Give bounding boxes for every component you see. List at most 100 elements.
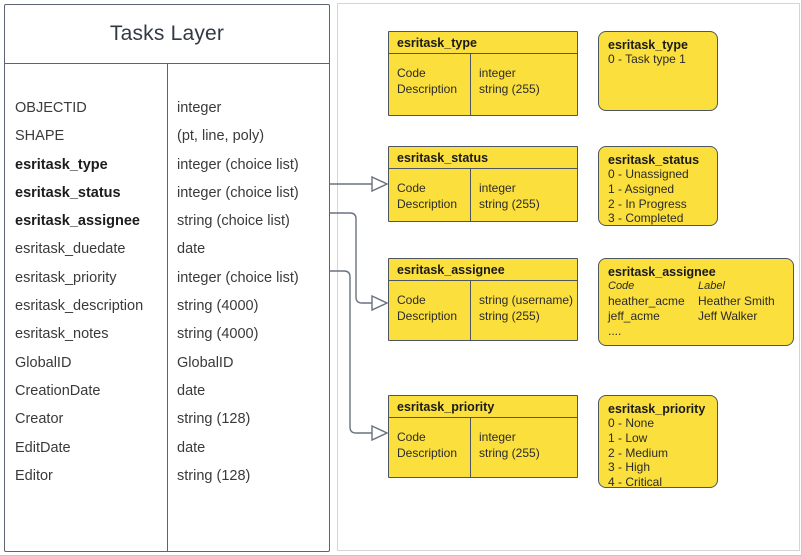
domain-value: 0 - Task type 1 — [608, 52, 686, 66]
domain-box-title: esritask_assignee — [608, 265, 716, 279]
domain-box-values: 0 - None 1 - Low 2 - Medium 3 - High 4 -… — [599, 416, 717, 490]
domain-cell-label: Jeff Walker — [698, 309, 758, 323]
domain-value: 2 - In Progress — [608, 196, 687, 211]
schema-box-title: esritask_status — [389, 147, 577, 169]
domain-value: 1 - Low — [608, 430, 648, 445]
field-name-creationdate: CreationDate — [15, 382, 101, 399]
domain-box-title: esritask_type — [608, 38, 688, 52]
domain-value: 0 - Unassigned — [608, 167, 689, 181]
column-divider — [167, 64, 168, 551]
schema-box-types: integer string (255) — [479, 66, 540, 97]
type-description: string (255) — [479, 445, 540, 460]
schema-box-esritask-priority[interactable]: esritask_priority Code Description integ… — [388, 395, 578, 478]
domain-cell-code: jeff_acme — [608, 309, 660, 323]
domain-box-values: Code Label heather_acme Heather Smith je… — [599, 279, 793, 339]
label-code: Code — [397, 66, 426, 80]
label-description: Description — [397, 196, 458, 211]
schema-box-divider — [470, 169, 471, 221]
domain-value: 1 - Assigned — [608, 181, 675, 196]
field-type-globalid: GlobalID — [177, 354, 234, 371]
field-type-objectid: integer — [177, 100, 222, 116]
schema-box-body: Code Description integer string (255) — [389, 54, 577, 115]
schema-box-labels: Code Description — [397, 66, 457, 97]
schema-box-esritask-type[interactable]: esritask_type Code Description integer s… — [388, 31, 578, 116]
field-name-column: OBJECTID SHAPE esritask_type esritask_st… — [5, 94, 167, 490]
schema-box-esritask-assignee[interactable]: esritask_assignee Code Description strin… — [388, 258, 578, 341]
domain-box-values: 0 - Task type 1 — [599, 52, 717, 67]
domain-cell-label — [698, 324, 793, 339]
domain-value: 4 - Critical — [608, 475, 663, 490]
field-name-objectid: OBJECTID — [15, 100, 87, 116]
domain-box-esritask-type[interactable]: esritask_type 0 - Task type 1 — [598, 31, 718, 111]
field-type-esritask-description: string (4000) — [177, 298, 259, 315]
domain-cell-label: Heather Smith — [698, 294, 775, 308]
label-code: Code — [397, 430, 426, 444]
type-code: integer — [479, 66, 516, 80]
field-name-esritask-description: esritask_description — [15, 298, 144, 315]
label-code: Code — [397, 181, 426, 195]
field-type-creationdate: date — [177, 382, 206, 399]
field-name-globalid: GlobalID — [15, 354, 72, 371]
schema-box-divider — [470, 418, 471, 477]
field-name-esritask-type: esritask_type — [15, 156, 108, 173]
domain-value: 3 - Completed — [608, 211, 684, 226]
field-type-editor: string (128) — [177, 467, 251, 484]
field-name-esritask-status: esritask_status — [15, 184, 121, 201]
field-type-shape: (pt, line, poly) — [177, 128, 265, 145]
type-code: integer — [479, 430, 516, 444]
field-type-creator: string (128) — [177, 411, 251, 428]
schema-box-body: Code Description string (username) strin… — [389, 281, 577, 340]
type-code: string (username) — [479, 293, 574, 307]
domain-value: 0 - None — [608, 416, 655, 430]
field-type-editdate: date — [177, 439, 206, 456]
type-description: string (255) — [479, 308, 540, 323]
label-description: Description — [397, 445, 458, 460]
field-type-esritask-assignee: string (choice list) — [177, 213, 290, 230]
field-name-esritask-duedate: esritask_duedate — [15, 241, 126, 258]
field-name-creator: Creator — [15, 411, 64, 428]
field-name-esritask-notes: esritask_notes — [15, 326, 109, 343]
domain-cell-code: .... — [608, 324, 622, 338]
schema-box-types: integer string (255) — [479, 430, 540, 461]
field-name-editor: Editor — [15, 467, 53, 484]
schema-box-title: esritask_priority — [389, 396, 577, 418]
tasks-layer-title-bar: Tasks Layer — [5, 5, 329, 64]
schema-box-title: esritask_assignee — [389, 259, 577, 281]
domain-box-values: 0 - Unassigned 1 - Assigned 2 - In Progr… — [599, 167, 717, 226]
tasks-layer-entity[interactable]: Tasks Layer OBJECTID SHAPE esritask_type… — [4, 4, 330, 552]
domain-cell-code: heather_acme — [608, 294, 685, 308]
schema-box-body: Code Description integer string (255) — [389, 418, 577, 477]
schema-box-labels: Code Description — [397, 430, 457, 461]
domain-header-code: Code — [608, 280, 635, 292]
domain-box-esritask-status[interactable]: esritask_status 0 - Unassigned 1 - Assig… — [598, 146, 718, 226]
field-name-esritask-priority: esritask_priority — [15, 269, 117, 286]
type-description: string (255) — [479, 196, 540, 211]
type-code: integer — [479, 181, 516, 195]
field-type-esritask-status: integer (choice list) — [177, 184, 299, 201]
field-name-editdate: EditDate — [15, 439, 71, 456]
domain-box-title: esritask_status — [608, 153, 700, 167]
domain-value: 2 - Medium — [608, 445, 669, 460]
schema-box-body: Code Description integer string (255) — [389, 169, 577, 221]
domain-header-label: Label — [698, 280, 725, 292]
schema-box-esritask-status[interactable]: esritask_status Code Description integer… — [388, 146, 578, 222]
field-name-shape: SHAPE — [15, 128, 65, 145]
field-type-esritask-priority: integer (choice list) — [177, 269, 299, 286]
schema-box-divider — [470, 54, 471, 115]
page-title: Tasks Layer — [109, 22, 225, 45]
field-type-esritask-duedate: date — [177, 241, 206, 258]
schema-box-divider — [470, 281, 471, 340]
field-name-esritask-assignee: esritask_assignee — [15, 213, 140, 230]
domain-value: 3 - High — [608, 460, 651, 475]
field-type-esritask-type: integer (choice list) — [177, 156, 299, 173]
field-type-esritask-notes: string (4000) — [177, 326, 259, 343]
schema-box-labels: Code Description — [397, 293, 457, 324]
domain-box-esritask-assignee[interactable]: esritask_assignee Code Label heather_acm… — [598, 258, 794, 346]
domain-box-esritask-priority[interactable]: esritask_priority 0 - None 1 - Low 2 - M… — [598, 395, 718, 490]
tasks-layer-body: OBJECTID SHAPE esritask_type esritask_st… — [5, 64, 329, 551]
domain-box-title: esritask_priority — [608, 402, 706, 416]
schema-box-labels: Code Description — [397, 181, 457, 212]
label-description: Description — [397, 81, 458, 96]
label-code: Code — [397, 293, 426, 307]
